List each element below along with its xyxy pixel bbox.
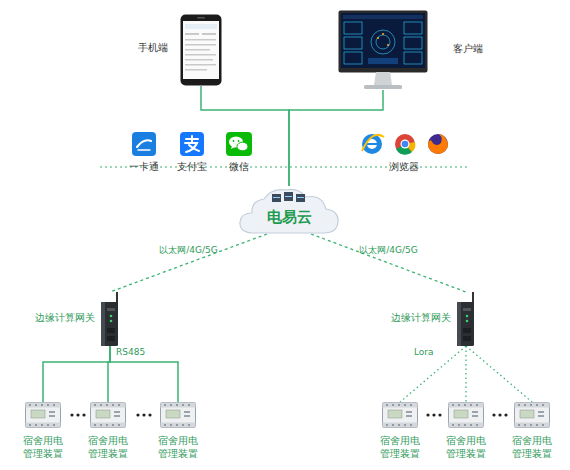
phone-client: 手机端 xyxy=(180,14,222,86)
link-label: 以太网/4G/5G xyxy=(359,244,417,257)
meter-node: 宿舍用电 管理装置 xyxy=(448,402,484,428)
alipay-icon xyxy=(180,132,204,156)
app-icon: 微信 xyxy=(226,132,252,156)
meter-node: 宿舍用电 管理装置 xyxy=(382,402,418,428)
meter-node: 宿舍用电 管理装置 xyxy=(90,402,126,428)
node-label: 客户端 xyxy=(453,43,483,55)
wechat-icon xyxy=(226,132,252,156)
app-icon: 一卡通 xyxy=(132,132,156,156)
meter-device xyxy=(90,402,126,428)
phone-illustration xyxy=(180,14,222,86)
bus-label: RS485 xyxy=(116,347,145,357)
meter-device xyxy=(25,402,61,428)
meter-node: 宿舍用电 管理装置 xyxy=(25,402,61,428)
device-label: 宿舍用电 管理装置 xyxy=(154,434,202,460)
gateway-label: 边缘计算网关 xyxy=(35,312,95,324)
bus-label: Lora xyxy=(414,347,434,357)
device-label: 宿舍用电 管理装置 xyxy=(84,434,132,460)
edge-gateway: 边缘计算网关 xyxy=(98,292,122,346)
device-label: 宿舍用电 管理装置 xyxy=(19,434,67,460)
app-icon: 支付宝 xyxy=(180,132,204,156)
meter-device xyxy=(160,402,196,428)
monitor-illustration xyxy=(338,10,428,90)
client-link xyxy=(201,86,289,186)
desktop-client: 客户端 xyxy=(338,10,428,90)
cloud-platform: 电易云 xyxy=(238,186,340,234)
icon-label: 浏览器 xyxy=(389,161,419,173)
link-label: 以太网/4G/5G xyxy=(159,244,217,257)
node-label: 手机端 xyxy=(138,42,168,54)
browser-icons xyxy=(360,131,448,157)
meter-node: 宿舍用电 管理装置 xyxy=(514,402,550,428)
meter-device xyxy=(382,402,418,428)
field-link xyxy=(43,346,110,402)
gateway-device xyxy=(98,292,122,346)
ellipsis-dots xyxy=(70,413,507,416)
device-label: 宿舍用电 管理装置 xyxy=(508,434,556,460)
field-link xyxy=(466,346,532,402)
gateway-device xyxy=(454,292,478,346)
card-app-icon xyxy=(132,132,156,156)
server-icons xyxy=(272,192,305,202)
meter-device xyxy=(514,402,550,428)
field-link xyxy=(110,346,178,402)
device-label: 宿舍用电 管理装置 xyxy=(442,434,490,460)
meter-device xyxy=(448,402,484,428)
cloud-label: 电易云 xyxy=(267,208,312,226)
meter-node: 宿舍用电 管理装置 xyxy=(160,402,196,428)
network-link xyxy=(311,234,466,292)
icon-label: 一卡通 xyxy=(129,161,159,173)
gateway-label: 边缘计算网关 xyxy=(391,312,451,324)
device-label: 宿舍用电 管理装置 xyxy=(376,434,424,460)
field-link xyxy=(400,346,466,402)
browser-group: 浏览器 xyxy=(360,131,448,157)
field-link xyxy=(465,346,466,402)
client-link xyxy=(289,90,383,186)
icon-label: 支付宝 xyxy=(177,161,207,173)
icon-label: 微信 xyxy=(229,161,249,173)
network-link xyxy=(110,234,267,292)
edge-gateway: 边缘计算网关 xyxy=(454,292,478,346)
